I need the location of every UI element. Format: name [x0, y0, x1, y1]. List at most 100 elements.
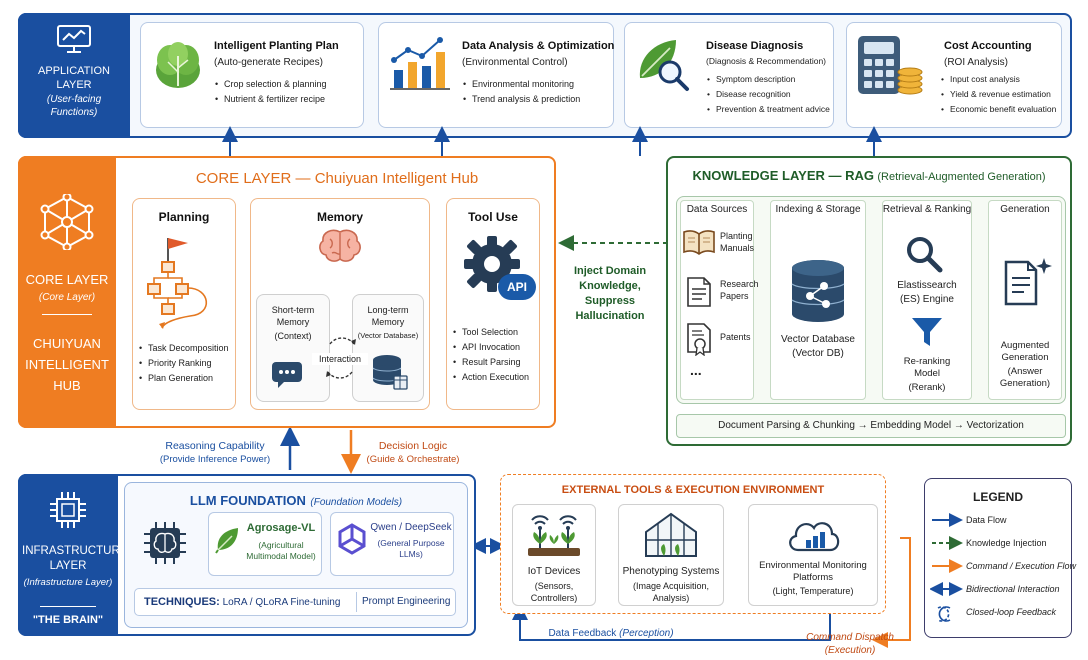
techniques-divider	[356, 592, 357, 612]
phenotyping-sub: (Image Acquisition, Analysis)	[632, 581, 710, 603]
source-planting-manuals: Planting Manuals	[720, 231, 755, 253]
greenhouse-icon	[642, 510, 700, 560]
lettuce-icon	[150, 36, 206, 92]
infrastructure-side-subtitle: (Infrastructure Layer)	[23, 577, 113, 588]
card-planting-plan-title: Intelligent Planting Plan	[214, 40, 339, 52]
planning-list: Task Decomposition Priority Ranking Plan…	[138, 341, 238, 386]
techniques-bar	[134, 588, 456, 616]
card-cost-sub: (ROI Analysis)	[944, 57, 1008, 68]
card-data-analysis-list: Environmental monitoring Trend analysis …	[462, 77, 610, 107]
application-side-title: APPLICATION LAYER	[38, 65, 110, 91]
tool-use-list: Tool Selection API Invocation Result Par…	[452, 325, 542, 385]
pipeline-bar	[676, 414, 1066, 438]
interaction-cycle-icon	[326, 337, 356, 379]
card-planting-plan-list: Crop selection & planning Nutrient & fer…	[214, 77, 362, 107]
card-planting-plan-sub: (Auto-generate Recipes)	[214, 57, 323, 68]
leaf-icon	[214, 526, 240, 554]
card-data-analysis-title: Data Analysis & Optimization	[462, 40, 615, 52]
tool-use-title: Tool Use	[468, 210, 518, 224]
gear-icon	[460, 232, 536, 304]
calculator-icon	[854, 34, 924, 100]
short-term-memory-sub: (Context)	[274, 331, 312, 341]
infrastructure-side-divider	[40, 606, 96, 607]
paper-icon	[686, 276, 712, 308]
flowchart-flag-icon	[142, 232, 222, 330]
card-disease-sub: (Diagnosis & Recommendation)	[706, 56, 826, 66]
bar-chart-icon	[388, 34, 452, 94]
iot-devices-sub: (Sensors, Controllers)	[530, 581, 578, 603]
interaction-label: Interaction	[312, 353, 368, 365]
inject-knowledge-text: Inject Domain Knowledge, Suppress Halluc…	[573, 265, 647, 322]
qwen-deepseek-sub: (General Purpose LLMs)	[377, 538, 445, 559]
card-disease-title: Disease Diagnosis	[706, 40, 804, 52]
infrastructure-side-panel	[18, 474, 118, 636]
augmented-generation-label: Augmented Generation	[1000, 340, 1050, 363]
core-side-subtitle: (Core Layer)	[38, 292, 96, 303]
vector-database-label: Vector Database	[781, 334, 855, 345]
iot-sensor-icon	[526, 510, 582, 564]
augmented-generation-sub: (Answer Generation)	[999, 366, 1051, 389]
leaf-magnifier-icon	[632, 34, 692, 94]
core-header: CORE LAYER — Chuiyuan Intelligent Hub	[195, 170, 479, 187]
funnel-icon	[910, 316, 944, 348]
legend-knowledge-injection: Knowledge Injection	[966, 538, 1047, 548]
api-badge: API	[498, 274, 536, 300]
decision-sub: (Guide & Orchestrate)	[366, 454, 460, 465]
qwen-deepseek-card[interactable]	[330, 512, 454, 576]
core-side-divider	[42, 314, 92, 315]
env-monitoring-sub: (Light, Temperature)	[772, 586, 854, 596]
application-side-panel	[18, 13, 130, 138]
legend-bidirectional: Bidirectional Interaction	[966, 584, 1060, 594]
hexagon-logo-icon	[336, 522, 368, 556]
rerank-sub: (Rerank)	[908, 382, 946, 393]
legend-symbols	[930, 513, 963, 622]
database-icon	[370, 352, 410, 392]
env-monitoring-card[interactable]	[748, 504, 878, 606]
short-term-memory-panel[interactable]	[256, 294, 330, 402]
card-data-analysis-sub: (Environmental Control)	[462, 57, 568, 68]
vector-database-sub: (Vector DB)	[792, 348, 844, 359]
vector-database-icon	[788, 258, 848, 326]
monitor-icon	[56, 24, 92, 54]
brain-icon	[318, 228, 362, 264]
qwen-deepseek-label: Qwen / DeepSeek	[370, 522, 452, 533]
card-cost-title: Cost Accounting	[944, 40, 1032, 52]
data-feedback-label: Data Feedback (Perception)	[548, 628, 674, 639]
env-monitoring-label: Environmental Monitoring Platforms	[759, 560, 867, 583]
circuit-brain-icon	[142, 520, 188, 566]
es-engine-sub: (ES) Engine	[900, 294, 954, 305]
external-tools-title: EXTERNAL TOOLS & EXECUTION ENVIRONMENT	[561, 484, 825, 496]
legend-title: LEGEND	[972, 490, 1023, 504]
long-term-memory-label: Long-term Memory	[367, 305, 409, 327]
data-sources-title: Data Sources	[686, 204, 748, 215]
techniques-text: TECHNIQUES: LoRA / QLoRA Fine-tuning	[144, 596, 341, 608]
network-icon	[40, 194, 94, 250]
chat-bubble-icon	[270, 360, 304, 390]
source-more: ...	[690, 362, 702, 378]
magnifier-icon	[904, 234, 944, 274]
long-term-memory-sub: (Vector Database)	[357, 331, 419, 340]
command-dispatch-sub: (Execution)	[824, 645, 876, 656]
retrieval-column	[882, 200, 972, 400]
card-data-analysis[interactable]	[378, 22, 614, 128]
knowledge-header: KNOWLEDGE LAYER — RAG (Retrieval-Augment…	[692, 168, 1046, 183]
agrosage-label: Agrosage-VL	[246, 522, 316, 534]
decision-label: Decision Logic	[378, 440, 448, 452]
generation-title: Generation	[1000, 204, 1050, 215]
es-engine-label: Elastissearch	[897, 280, 957, 291]
reasoning-sub: (Provide Inference Power)	[159, 454, 271, 465]
phenotyping-label: Phenotyping Systems	[622, 566, 720, 577]
source-research-papers: Research Papers	[720, 279, 759, 301]
agrosage-sub: (Agricultural Multimodal Model)	[246, 540, 316, 561]
core-side-name: CHUIYUAN INTELLIGENT HUB	[25, 336, 109, 393]
llm-foundation-header: LLM FOUNDATION (Foundation Models)	[189, 493, 403, 508]
memory-title: Memory	[316, 210, 363, 224]
application-side-subtitle: (User-facing Functions)	[46, 94, 102, 118]
card-cost-list: Input cost analysis Yield & revenue esti…	[940, 72, 1062, 117]
short-term-memory-label: Short-term Memory	[271, 305, 315, 327]
rerank-label: Re-ranking Model	[903, 356, 951, 379]
patent-certificate-icon	[686, 322, 712, 356]
command-dispatch-label: Command Dispatch	[806, 632, 894, 643]
infrastructure-side-title: INFRASTRUCTURE LAYER	[22, 545, 128, 572]
card-disease-list: Symptom description Disease recognition …	[706, 72, 834, 117]
